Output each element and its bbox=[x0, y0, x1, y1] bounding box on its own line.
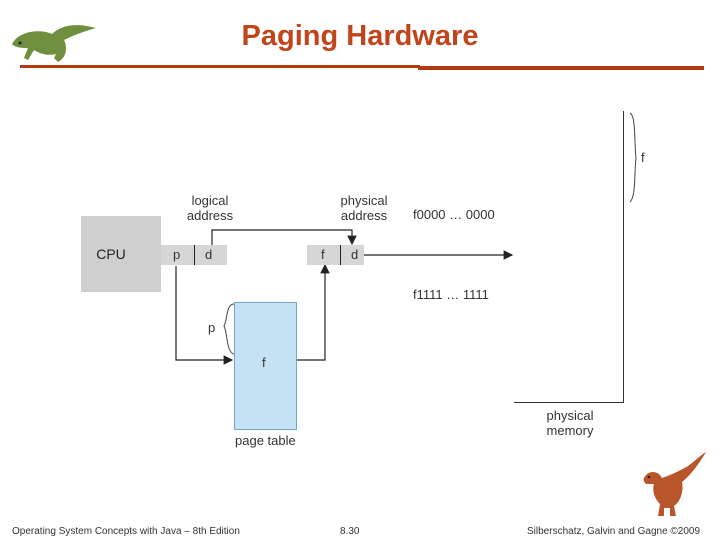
physical-address-divider bbox=[340, 245, 341, 265]
physical-address-label: physical address bbox=[340, 193, 388, 223]
cpu-label: CPU bbox=[96, 246, 126, 262]
page-table-brace-p: p bbox=[208, 320, 216, 335]
footer-left: Operating System Concepts with Java – 8t… bbox=[12, 526, 240, 537]
page-table-entry-f: f bbox=[262, 355, 266, 370]
footer-center: 8.30 bbox=[340, 526, 360, 537]
physical-memory-label: physical memory bbox=[546, 408, 594, 438]
physical-f: f bbox=[321, 247, 325, 262]
physical-d: d bbox=[351, 247, 359, 262]
page-title: Paging Hardware bbox=[241, 20, 479, 52]
logical-address-label: logical address bbox=[186, 193, 234, 223]
title-underline-thick bbox=[418, 66, 704, 70]
cpu-box bbox=[81, 216, 161, 292]
logical-address-divider bbox=[194, 245, 195, 265]
logical-p: p bbox=[173, 247, 181, 262]
memory-start-address: f0000 … 0000 bbox=[413, 207, 495, 222]
logical-d: d bbox=[205, 247, 213, 262]
memory-end-address: f1111 … 1111 bbox=[413, 287, 489, 302]
page-table-label: page table bbox=[235, 433, 296, 448]
footer-right: Silberschatz, Galvin and Gagne ©2009 bbox=[527, 526, 701, 537]
dinosaur-logo-right bbox=[638, 450, 710, 520]
physical-memory-box bbox=[514, 111, 624, 403]
page-table bbox=[234, 302, 297, 430]
dinosaur-logo-left bbox=[8, 14, 100, 66]
physical-address-box bbox=[307, 245, 364, 265]
frame-label-f: f bbox=[641, 150, 645, 165]
title-underline-thin bbox=[20, 65, 420, 68]
